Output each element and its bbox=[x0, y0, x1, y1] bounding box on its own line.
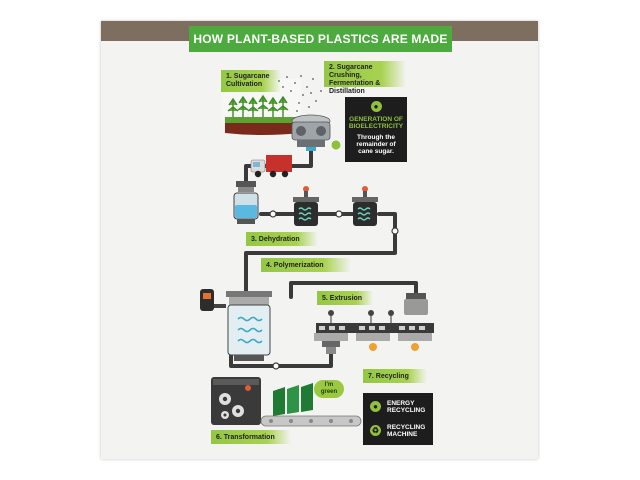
energy-indicator bbox=[330, 139, 342, 151]
badge-line-1: I'm bbox=[324, 382, 334, 388]
step-6-label: 6. Transformation bbox=[211, 430, 291, 444]
dehydration-tank-2 bbox=[293, 186, 319, 226]
bio-text-1: Through the bbox=[357, 134, 395, 141]
energy-recycling-line-2: RECYCLING bbox=[387, 407, 426, 414]
lightbulb-icon: ● bbox=[370, 401, 381, 412]
bioelectricity-box: ● GENERATION OF BIOELECTRICITY Through t… bbox=[345, 97, 407, 162]
recycling-machine-line-1: RECYCLING bbox=[387, 424, 426, 431]
truck bbox=[250, 155, 292, 178]
step-2-line-2: Fermentation & bbox=[329, 80, 381, 87]
bio-heading-2: BIOELECTRICITY bbox=[348, 123, 404, 130]
bio-heading-1: GENERATION OF bbox=[349, 116, 403, 123]
grass-strip bbox=[225, 117, 301, 123]
bio-text-2: remainder of bbox=[356, 141, 396, 148]
energy-recycling-line-1: ENERGY bbox=[387, 400, 415, 407]
cane-plant bbox=[277, 95, 289, 117]
dehydration-tank-1 bbox=[233, 181, 259, 224]
crusher-machine bbox=[291, 114, 342, 151]
step-1-label: 1. Sugarcane Cultivation bbox=[221, 70, 281, 92]
step-2-label: 2. Sugarcane Crushing, Fermentation & Di… bbox=[324, 61, 406, 95]
joint bbox=[272, 362, 280, 370]
recycling-machine-row: ♻ RECYCLING MACHINE bbox=[363, 423, 433, 439]
recycling-machine-line-2: MACHINE bbox=[387, 431, 418, 438]
extrusion-line bbox=[314, 293, 434, 354]
lightbulb-icon: ● bbox=[370, 101, 382, 112]
soil bbox=[225, 121, 301, 135]
cane-plant bbox=[227, 97, 239, 117]
step-4-label: 4. Polymerization bbox=[261, 258, 351, 272]
step-2-line-1: 2. Sugarcane Crushing, bbox=[329, 64, 373, 79]
joint bbox=[335, 210, 343, 218]
step-7-label: 7. Recycling bbox=[363, 369, 427, 383]
joint bbox=[391, 227, 399, 235]
pipe-to-polymerizer bbox=[244, 212, 397, 303]
page-title: HOW PLANT-BASED PLASTICS ARE MADE bbox=[189, 26, 452, 52]
step-5-label: 5. Extrusion bbox=[317, 291, 373, 305]
joint bbox=[269, 210, 277, 218]
pipe-to-extruder bbox=[289, 281, 418, 303]
cane-plant bbox=[267, 96, 279, 117]
polymerization-reactor bbox=[200, 289, 272, 361]
pipe-joints bbox=[269, 210, 399, 370]
green-products bbox=[273, 383, 313, 416]
cane-plant bbox=[247, 96, 259, 117]
step-2-line-3: Distillation bbox=[329, 88, 365, 95]
step-1-subtitle: Cultivation bbox=[226, 81, 263, 88]
cane-plant bbox=[257, 94, 269, 117]
badge-line-2: green bbox=[320, 389, 338, 395]
step-3-label: 3. Dehydration bbox=[246, 232, 318, 246]
cane-plant bbox=[237, 95, 249, 117]
bio-text-3: cane sugar. bbox=[358, 148, 394, 155]
infographic-card: HOW PLANT-BASED PLASTICS ARE MADE bbox=[101, 21, 538, 459]
recycling-box: ● ENERGY RECYCLING ♻ RECYCLING MACHINE bbox=[363, 393, 433, 445]
dehydration-tank-3 bbox=[352, 186, 378, 226]
recycle-icon: ♻ bbox=[370, 425, 381, 436]
energy-recycling-row: ● ENERGY RECYCLING bbox=[363, 399, 433, 415]
dust-particles bbox=[278, 75, 322, 112]
step-1-title: 1. Sugarcane bbox=[226, 73, 270, 80]
im-green-badge: I'm green bbox=[314, 380, 344, 398]
transformation-machine bbox=[211, 377, 362, 427]
